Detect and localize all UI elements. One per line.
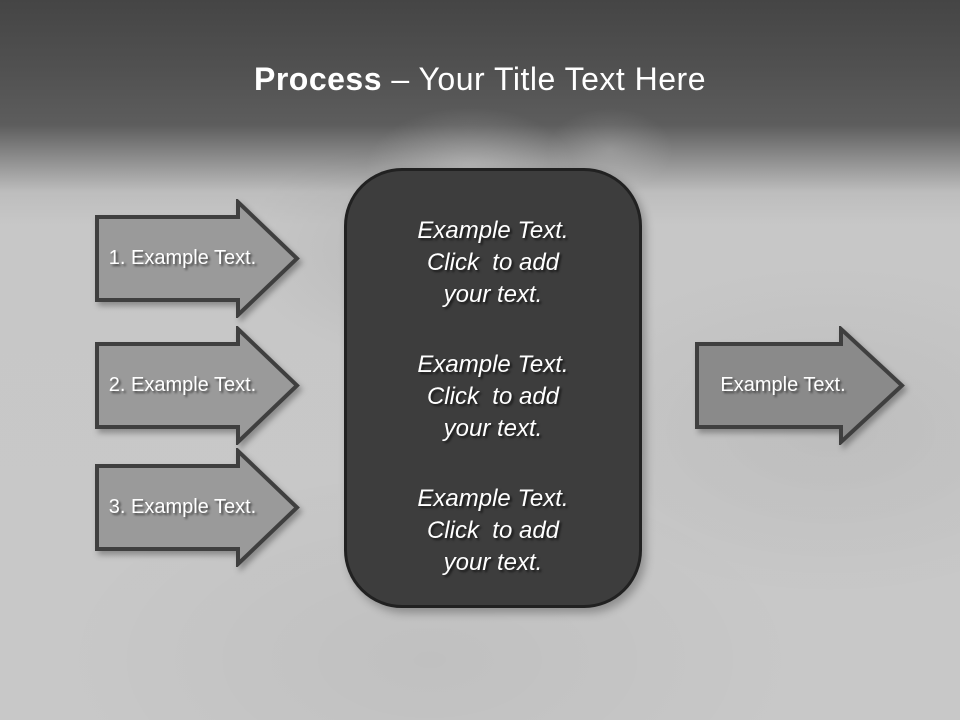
- page-title: Process – Your Title Text Here: [254, 61, 706, 98]
- process-arrow-3: 3. Example Text.: [95, 448, 300, 567]
- title-bar: Process – Your Title Text Here: [0, 0, 960, 130]
- example-text-block-3: Example Text. Click to add your text.: [417, 485, 569, 576]
- process-arrow-2: 2. Example Text.: [95, 326, 300, 445]
- process-arrow-3-label: 3. Example Text.: [108, 496, 257, 518]
- process-arrow-1-label: 1. Example Text.: [108, 247, 257, 269]
- page-title-rest: – Your Title Text Here: [382, 60, 706, 97]
- process-arrow-1: 1. Example Text.: [95, 199, 300, 318]
- example-text-block-2: Example Text. Click to add your text.: [417, 351, 569, 442]
- center-text-box-content: Example Text. Click to add your text. Ex…: [347, 171, 639, 605]
- right-arrow-shape-icon: [95, 448, 300, 567]
- right-arrow-shape-icon: [695, 326, 905, 445]
- output-arrow: Example Text.: [695, 326, 905, 445]
- right-arrow-shape-icon: [95, 326, 300, 445]
- page-title-bold: Process: [253, 60, 383, 97]
- example-text-block-1: Example Text. Click to add your text.: [417, 217, 569, 308]
- process-arrow-2-label: 2. Example Text.: [108, 374, 257, 396]
- center-text-box: Example Text. Click to add your text. Ex…: [344, 168, 642, 608]
- right-arrow-shape-icon: [95, 199, 300, 318]
- output-arrow-label: Example Text.: [720, 374, 846, 396]
